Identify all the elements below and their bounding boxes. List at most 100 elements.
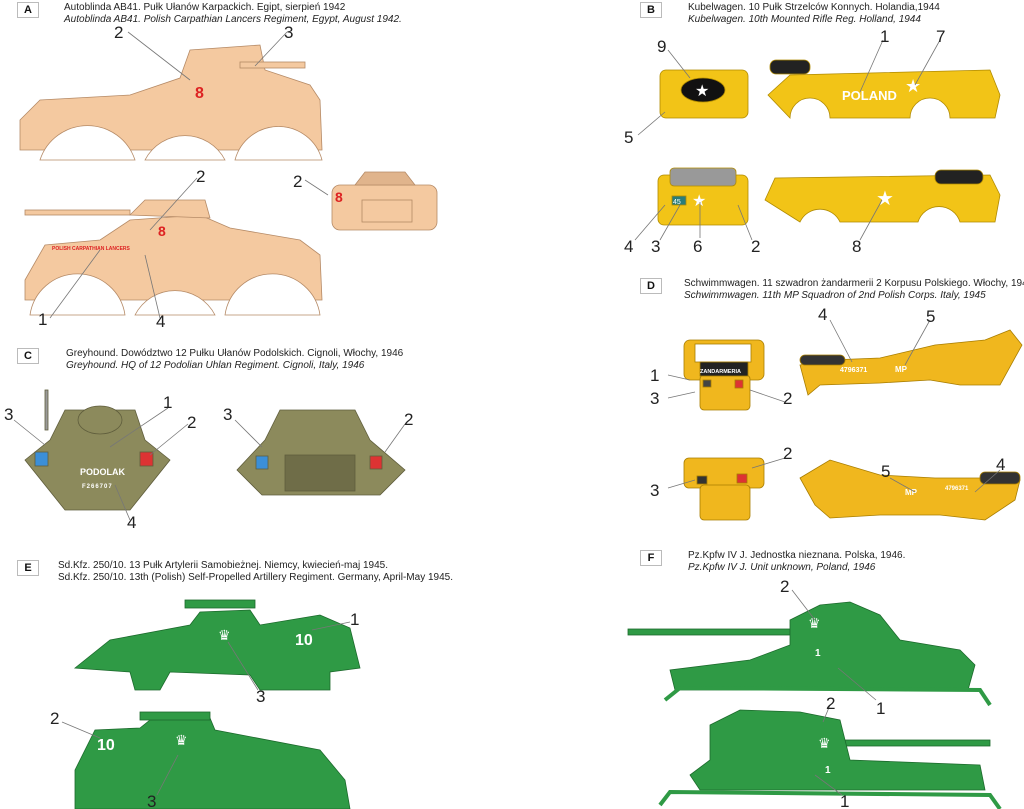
ab41-side-view-1 — [19, 44, 323, 161]
callout-e-1: 1 — [350, 610, 359, 629]
panel-f-header: Pz.Kpfw IV J. Jednostka nieznana. Polska… — [688, 550, 905, 574]
callout-c-6: 2 — [404, 410, 413, 429]
panel-a-title-pl: Autoblinda AB41. Pułk Ułanów Karpackich.… — [64, 2, 346, 13]
ab41-side-text-marking: POLISH CARPATHIAN LANCERS — [52, 246, 131, 252]
callout-b-2: 1 — [880, 27, 889, 46]
panel-c-title-pl: Greyhound. Dowództwo 12 Pułku Ułanów Pod… — [66, 348, 404, 359]
zandarmeria-marking: ZANDARMERIA — [700, 369, 741, 375]
callout-b-6: 3 — [651, 237, 660, 256]
polish-eagle-icon: ♛ — [818, 735, 831, 751]
schwimmwagen-rear-view — [683, 457, 765, 521]
number-1-marking: 1 — [815, 648, 821, 659]
panel-e-title-en: Sd.Kfz. 250/10. 13th (Polish) Self-Prope… — [58, 572, 453, 583]
sdkfz250-side-view-1 — [73, 599, 361, 691]
ab41-side-view-2 — [24, 199, 323, 316]
panel-a-title-en: Autoblinda AB41. Polish Carpathian Lance… — [64, 14, 402, 25]
panel-a-leaders — [49, 31, 329, 319]
panel-f-badge: F — [640, 550, 662, 566]
callout-d-8: 5 — [881, 462, 890, 481]
panel-d-title-en: Schwimmwagen. 11th MP Squadron of 2nd Po… — [684, 290, 986, 301]
plate-marking: 45 — [673, 199, 681, 206]
callout-d-6: 2 — [783, 444, 792, 463]
ab41-number-marking-2: 8 — [158, 223, 166, 239]
callout-d-5: 2 — [783, 389, 792, 408]
callout-d-1: 4 — [818, 305, 827, 324]
serial-marking-2: 4796371 — [945, 486, 969, 492]
callout-f-2: 1 — [876, 699, 885, 718]
panel-e-badge: E — [17, 560, 39, 576]
panel-e-title-pl: Sd.Kfz. 250/10. 13 Pułk Artylerii Samobi… — [58, 560, 388, 571]
ab41-number-marking: 8 — [195, 85, 204, 102]
callout-f-3: 2 — [826, 694, 835, 713]
kubelwagen-side-view-2 — [764, 169, 1001, 223]
panel-e-header: Sd.Kfz. 250/10. 13 Pułk Artylerii Samobi… — [58, 560, 453, 584]
polish-eagle-icon: ♛ — [218, 627, 231, 643]
schwimmwagen-side-view-1 — [799, 329, 1023, 396]
poland-marking: POLAND — [842, 88, 897, 103]
callout-c-2: 1 — [163, 393, 172, 412]
callout-c-4: 4 — [127, 513, 136, 532]
panel-c-badge: C — [17, 348, 39, 364]
number-1-marking-2: 1 — [825, 765, 831, 776]
callout-c-1: 3 — [4, 405, 13, 424]
greyhound-front-view — [24, 389, 171, 511]
panel-d-leaders — [667, 319, 1001, 493]
panel-a-header: Autoblinda AB41. Pułk Ułanów Karpackich.… — [64, 2, 402, 26]
callout-e-4: 3 — [147, 792, 156, 809]
kubelwagen-rear-view — [657, 167, 749, 226]
panel-c-title-en: Greyhound. HQ of 12 Podolian Uhlan Regim… — [66, 360, 365, 371]
callout-c-3: 2 — [187, 413, 196, 432]
ab41-rear-number-marking: 8 — [335, 189, 343, 205]
callout-d-4: 3 — [650, 389, 659, 408]
panel-d-title-pl: Schwimmwagen. 11 szwadron żandarmerii 2 … — [684, 278, 1024, 289]
callout-a-6: 4 — [156, 312, 165, 331]
polish-eagle-icon: ♛ — [808, 615, 821, 631]
callout-e-2: 3 — [256, 687, 265, 706]
callout-b-5: 4 — [624, 237, 633, 256]
callout-f-4: 1 — [840, 792, 849, 809]
panel-a-badge: A — [17, 2, 39, 18]
callout-b-9: 8 — [852, 237, 861, 256]
panel-b-header: Kubelwagen. 10 Pułk Strzelców Konnych. H… — [688, 2, 940, 26]
star-icon: ★ — [876, 188, 894, 210]
ab41-rear-view — [331, 171, 438, 231]
callout-a-3: 2 — [196, 167, 205, 186]
panel-b-badge: B — [640, 2, 662, 18]
mp-marking-2: MP — [905, 488, 918, 497]
kubelwagen-front-view — [659, 69, 749, 119]
panel-d-header: Schwimmwagen. 11 szwadron żandarmerii 2 … — [684, 278, 1024, 302]
panel-b-leaders — [634, 39, 941, 241]
panel-b-title-pl: Kubelwagen. 10 Pułk Strzelców Konnych. H… — [688, 2, 940, 13]
panel-e-leaders — [61, 621, 351, 796]
serial-marking: 4796371 — [840, 367, 867, 374]
sdkfz250-side-view-2 — [74, 711, 351, 809]
schwimmwagen-front-view — [683, 339, 765, 411]
pzkpfw-iv-side-view-1 — [627, 601, 992, 707]
panel-c-leaders — [13, 407, 406, 521]
schwimmwagen-side-view-2 — [799, 459, 1021, 521]
star-icon: ★ — [695, 83, 709, 100]
callout-d-2: 5 — [926, 307, 935, 326]
podolak-marking: PODOLAK — [80, 467, 126, 477]
callout-d-9: 4 — [996, 455, 1005, 474]
number-10-marking-2: 10 — [97, 737, 115, 754]
kubelwagen-side-view-1 — [767, 59, 1001, 119]
callout-b-7: 6 — [693, 237, 702, 256]
number-10-marking: 10 — [295, 632, 313, 649]
callout-b-4: 5 — [624, 128, 633, 147]
callout-f-1: 2 — [780, 577, 789, 596]
panel-f-leaders — [791, 589, 877, 796]
serial-marking: F266707 — [82, 484, 113, 490]
panel-d-badge: D — [640, 278, 662, 294]
callout-b-8: 2 — [751, 237, 760, 256]
callout-d-3: 1 — [650, 366, 659, 385]
panel-c-header: Greyhound. Dowództwo 12 Pułku Ułanów Pod… — [66, 348, 403, 372]
callout-e-3: 2 — [50, 709, 59, 728]
callout-a-4: 2 — [293, 172, 302, 191]
panel-f-title-pl: Pz.Kpfw IV J. Jednostka nieznana. Polska… — [688, 550, 906, 561]
star-icon: ★ — [692, 193, 706, 210]
callout-b-3: 7 — [936, 27, 945, 46]
callout-d-7: 3 — [650, 481, 659, 500]
greyhound-rear-view — [236, 409, 406, 496]
